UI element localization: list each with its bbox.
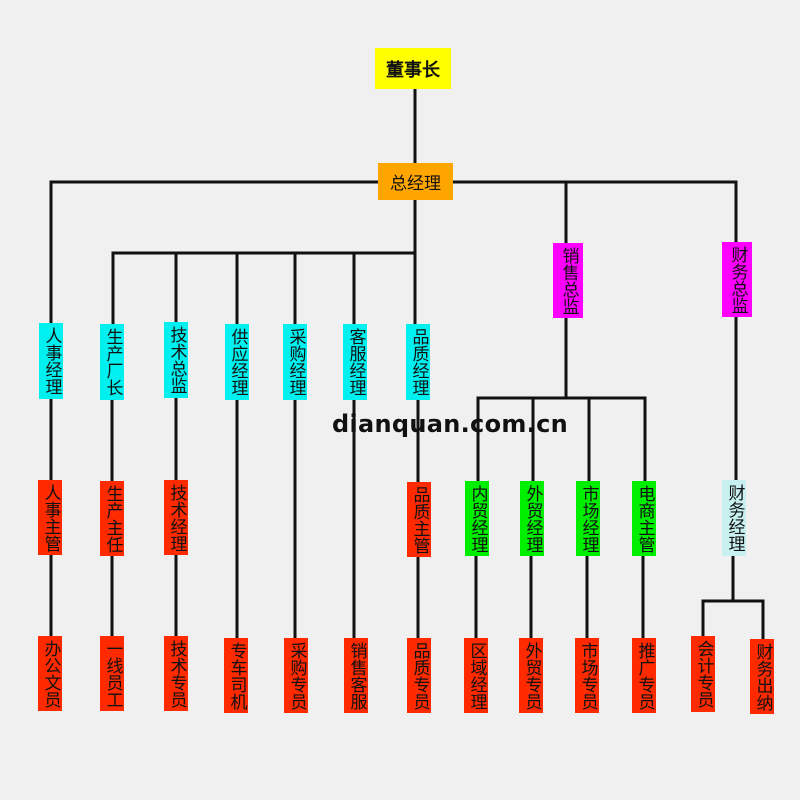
department-box: 客服经理	[343, 324, 367, 400]
supervisor-label: 生产主任	[102, 484, 123, 553]
sales-manager-box: 内贸经理	[465, 481, 489, 556]
general-manager-label: 总经理	[390, 174, 441, 194]
director-label: 财务总监	[727, 245, 748, 314]
staff-box: 会计专员	[691, 636, 715, 712]
supervisor-box: 技术经理	[164, 480, 188, 555]
department-label: 人事经理	[41, 327, 62, 395]
department-label: 技术总监	[166, 326, 187, 394]
supervisor-label: 技术经理	[166, 483, 187, 552]
staff-box: 推广专员	[632, 638, 656, 713]
staff-box: 采购专员	[284, 638, 308, 713]
department-label: 采购经理	[285, 328, 306, 396]
supervisor-box: 人事主管	[38, 480, 62, 555]
watermark-text: dianquan.com.cn	[332, 410, 569, 438]
department-box: 技术总监	[164, 322, 188, 398]
staff-label: 销售客服	[346, 641, 367, 710]
staff-box: 技术专员	[164, 636, 188, 711]
staff-box: 市场专员	[575, 638, 599, 713]
supervisor-box: 生产主任	[100, 481, 124, 556]
sales-manager-box: 外贸经理	[520, 481, 544, 556]
staff-label: 市场专员	[577, 641, 598, 710]
staff-box: 区域经理	[464, 638, 488, 713]
staff-box: 财务出纳	[750, 639, 774, 714]
staff-box: 外贸专员	[519, 638, 543, 713]
department-label: 品质经理	[408, 328, 429, 396]
sales-manager-box: 电商主管	[632, 481, 656, 556]
connector	[701, 599, 765, 640]
staff-label: 专车司机	[226, 641, 247, 710]
staff-label: 采购专员	[286, 641, 307, 710]
finance-manager-label: 财务经理	[724, 484, 745, 552]
staff-label: 外贸专员	[521, 641, 542, 710]
staff-label: 一线员工	[102, 639, 123, 708]
staff-box: 办公文员	[38, 636, 62, 711]
sales-manager-box: 市场经理	[576, 481, 600, 556]
director-label: 销售总监	[558, 246, 579, 315]
staff-label: 区域经理	[466, 641, 487, 710]
staff-box: 品质专员	[407, 638, 431, 713]
sales-manager-label: 外贸经理	[522, 484, 543, 553]
staff-label: 技术专员	[166, 639, 187, 708]
connector	[111, 251, 415, 325]
staff-label: 财务出纳	[752, 642, 773, 711]
staff-box: 一线员工	[100, 636, 124, 711]
supervisor-label: 人事主管	[40, 483, 61, 552]
supervisor-label: 品质主管	[409, 485, 430, 554]
department-label: 客服经理	[345, 328, 366, 396]
finance-manager-box: 财务经理	[722, 480, 746, 556]
department-label: 供应经理	[227, 328, 248, 396]
department-box: 供应经理	[225, 324, 249, 400]
sales-manager-label: 电商主管	[634, 484, 655, 553]
director-box: 财务总监	[722, 242, 752, 317]
department-box: 人事经理	[39, 323, 63, 399]
supervisor-box: 品质主管	[407, 482, 431, 557]
staff-box: 销售客服	[344, 638, 368, 713]
connector	[476, 396, 647, 482]
staff-label: 品质专员	[409, 641, 430, 710]
sales-manager-label: 内贸经理	[467, 484, 488, 553]
staff-box: 专车司机	[224, 638, 248, 713]
general-manager-box: 总经理	[378, 163, 453, 200]
staff-label: 会计专员	[693, 640, 714, 708]
chairman-label: 董事长	[386, 59, 440, 81]
department-box: 生产厂长	[100, 324, 124, 400]
chairman-box: 董事长	[375, 48, 451, 89]
department-box: 采购经理	[283, 324, 307, 400]
director-box: 销售总监	[553, 243, 583, 318]
department-label: 生产厂长	[102, 328, 123, 396]
sales-manager-label: 市场经理	[578, 484, 599, 553]
staff-label: 推广专员	[634, 641, 655, 710]
staff-label: 办公文员	[40, 639, 61, 708]
department-box: 品质经理	[406, 324, 430, 400]
